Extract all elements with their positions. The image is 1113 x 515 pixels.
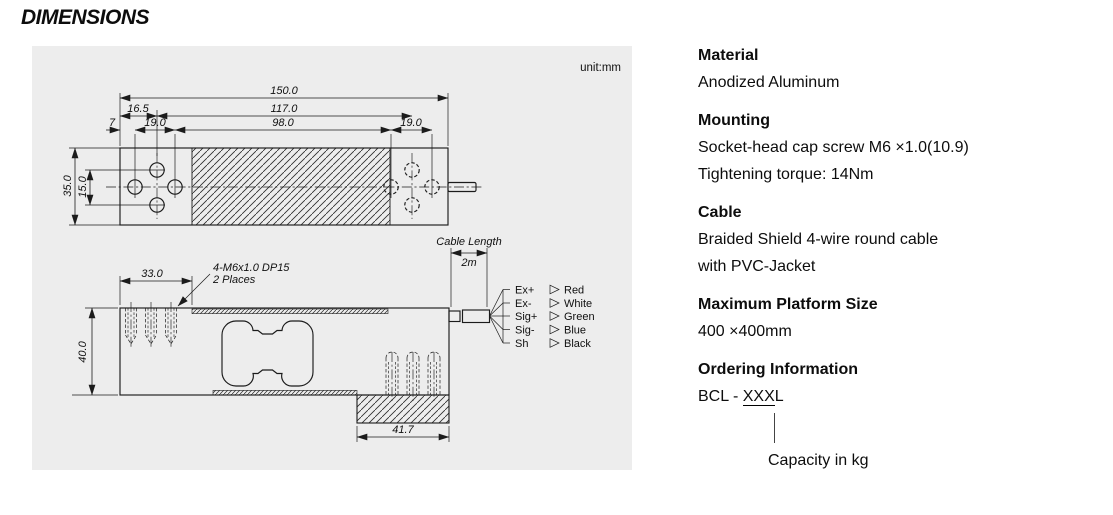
dim-35: 35.0 bbox=[62, 174, 74, 196]
top-view: 150.0 16.5 117.0 7 19.0 98.0 19.0 35.0 1… bbox=[62, 85, 484, 226]
dim-7: 7 bbox=[109, 117, 116, 129]
spec-heading: Material bbox=[698, 47, 759, 64]
tapped-hole bbox=[406, 351, 420, 401]
spec-group-material: Material Anodized Aluminum bbox=[698, 42, 1106, 96]
flexure-cutout bbox=[221, 320, 314, 387]
wire-signal: Ex- bbox=[515, 298, 532, 310]
triangle-marker-icon bbox=[549, 338, 560, 348]
left-tapped-holes bbox=[125, 302, 177, 349]
tapped-hole bbox=[165, 302, 177, 349]
dim-40: 40.0 bbox=[77, 340, 89, 362]
right-tapped-holes bbox=[385, 351, 441, 401]
wire-signal: Sig+ bbox=[515, 311, 537, 323]
spec-group-ordering: Ordering Information BCL - XXXL Capacity… bbox=[698, 356, 1106, 474]
triangle-marker-icon bbox=[549, 298, 560, 308]
side-view-body bbox=[119, 307, 450, 396]
tapped-hole bbox=[145, 302, 157, 349]
wire-legend: Ex+ Red Ex- White Sig+ Green Sig- Blue S… bbox=[515, 284, 595, 350]
dim-16-5: 16.5 bbox=[127, 103, 149, 115]
wire-color: Green bbox=[564, 311, 595, 323]
ordering-capacity-placeholder: XXX bbox=[742, 388, 775, 406]
cable-stub-top-view bbox=[447, 181, 477, 193]
ordering-suffix: L bbox=[774, 388, 784, 405]
side-view-dimensions: Cable Length 2m 33.0 4-M6x1.0 DP15 2 Pla… bbox=[72, 236, 502, 442]
triangle-marker-icon bbox=[549, 324, 560, 335]
wire-signal: Sh bbox=[515, 338, 528, 350]
dim-33: 33.0 bbox=[141, 268, 163, 280]
dim-19-left: 19.0 bbox=[144, 117, 166, 129]
dim-117: 117.0 bbox=[271, 103, 299, 115]
ordering-code: BCL - XXXL bbox=[698, 383, 1106, 410]
top-recess-band bbox=[191, 308, 389, 314]
dim-19-right: 19.0 bbox=[400, 117, 422, 129]
unit-label: unit:mm bbox=[580, 62, 621, 74]
page-title: DIMENSIONS bbox=[21, 6, 150, 29]
spec-line: Braided Shield 4-wire round cable bbox=[698, 231, 939, 248]
technical-drawing: unit:mm bbox=[62, 62, 621, 442]
dim-98: 98.0 bbox=[272, 117, 294, 129]
spec-heading: Maximum Platform Size bbox=[698, 296, 878, 313]
wire-color: Blue bbox=[564, 324, 586, 336]
spec-heading: Mounting bbox=[698, 112, 770, 129]
wire-color: White bbox=[564, 298, 592, 310]
spec-line: 400 ×400mm bbox=[698, 323, 792, 340]
right-hole-group bbox=[383, 134, 440, 219]
bottom-recess-band bbox=[212, 390, 358, 396]
dim-150: 150.0 bbox=[270, 85, 298, 97]
tapped-hole bbox=[125, 302, 137, 349]
top-view-dimensions: 150.0 16.5 117.0 7 19.0 98.0 19.0 35.0 1… bbox=[62, 85, 449, 226]
spec-heading: Ordering Information bbox=[698, 361, 858, 378]
spec-line: Tightening torque: 14Nm bbox=[698, 166, 874, 183]
cable-length-label: Cable Length bbox=[436, 236, 501, 248]
thread-note-line2: 2 Places bbox=[212, 274, 256, 286]
wire-color: Black bbox=[564, 338, 591, 350]
spec-group-mounting: Mounting Socket-head cap screw M6 ×1.0(1… bbox=[698, 107, 1106, 188]
triangle-marker-icon bbox=[549, 284, 560, 295]
tapped-hole bbox=[427, 351, 441, 401]
dim-41-7: 41.7 bbox=[392, 424, 414, 436]
left-hole-group bbox=[127, 134, 183, 219]
dimension-drawing-panel: unit:mm bbox=[32, 46, 632, 470]
tapped-hole bbox=[385, 351, 399, 401]
cable-length-value: 2m bbox=[460, 257, 476, 269]
spec-group-platform-size: Maximum Platform Size 400 ×400mm bbox=[698, 291, 1106, 345]
spec-column: Material Anodized Aluminum Mounting Sock… bbox=[698, 42, 1106, 485]
spec-group-cable: Cable Braided Shield 4-wire round cable … bbox=[698, 199, 1106, 280]
ordering-callout-text: Capacity in kg bbox=[768, 452, 869, 469]
spec-line: Anodized Aluminum bbox=[698, 74, 840, 91]
ordering-prefix: BCL - bbox=[698, 388, 743, 405]
top-view-hatched-area bbox=[191, 147, 391, 226]
dim-15: 15.0 bbox=[77, 175, 89, 197]
thread-note-line1: 4-M6x1.0 DP15 bbox=[213, 262, 290, 274]
ordering-callout-line bbox=[774, 413, 775, 443]
spec-heading: Cable bbox=[698, 204, 742, 221]
wire-signal: Ex+ bbox=[515, 284, 534, 296]
wire-color: Red bbox=[564, 284, 584, 296]
spec-line: Socket-head cap screw M6 ×1.0(10.9) bbox=[698, 139, 969, 156]
load-block bbox=[356, 394, 450, 424]
spec-line: with PVC-Jacket bbox=[698, 258, 816, 275]
wire-signal: Sig- bbox=[515, 324, 535, 336]
side-view: Ex+ Red Ex- White Sig+ Green Sig- Blue S… bbox=[72, 236, 595, 442]
cable-exit bbox=[448, 289, 510, 344]
triangle-marker-icon bbox=[549, 311, 560, 321]
